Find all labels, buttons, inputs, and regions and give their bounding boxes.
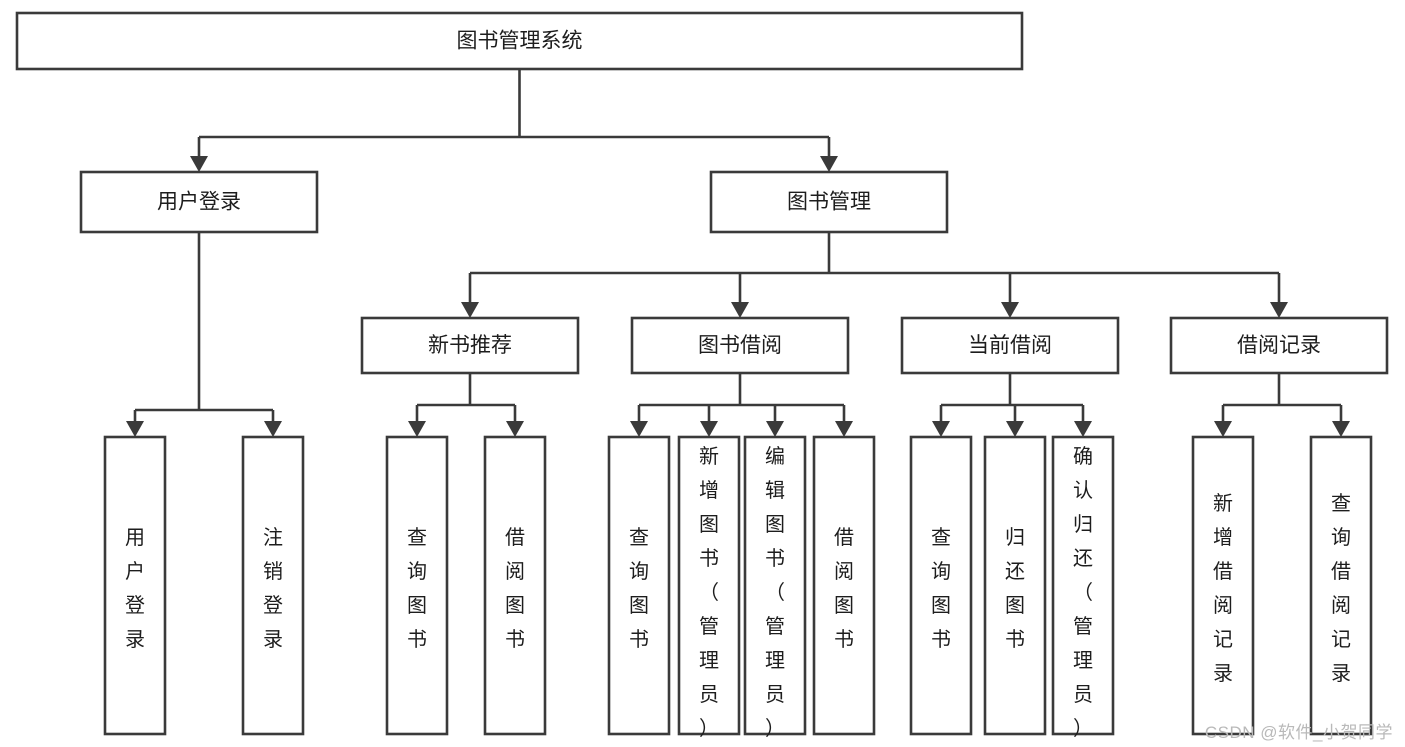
level2-node-label: 图书管理 [787,191,871,214]
leaf-node-7[interactable]: 借阅图书 [812,435,876,736]
leaf-node-box[interactable] [677,435,741,736]
level3-node-3[interactable]: 借阅记录 [1169,316,1389,375]
arrow-head-icon [1001,302,1019,318]
leaf-node-box[interactable] [983,435,1047,736]
leaf-node-11[interactable]: 新增借阅记录 [1191,435,1255,736]
leaf-node-box[interactable] [743,435,807,736]
level2-node-1[interactable]: 图书管理 [709,170,949,234]
leaf-node-box[interactable] [241,435,305,736]
arrow-head-icon [1074,421,1092,437]
leaf-node-label: 借阅图书 [834,526,854,651]
level2-node-0[interactable]: 用户登录 [79,170,319,234]
arrow-head-icon [1270,302,1288,318]
root-node-box[interactable] [15,11,1024,71]
arrow-head-icon [408,421,426,437]
leaf-node-12[interactable]: 查询借阅记录 [1309,435,1373,736]
root-node-label: 图书管理系统 [457,30,583,53]
csdn-watermark: CSDN @软件_小贺同学 [1204,723,1393,742]
leaf-node-label: 新增图书（管理员） [699,445,719,740]
leaf-node-box[interactable] [1191,435,1255,736]
level3-node-label: 图书借阅 [698,334,782,357]
level3-node-box[interactable] [630,316,850,375]
nodes-layer: 图书管理系统用户登录图书管理新书推荐图书借阅当前借阅借阅记录用户登录注销登录查询… [15,11,1389,740]
arrow-head-icon [506,421,524,437]
leaf-node-label: 查询借阅记录 [1331,492,1351,685]
arrow-head-icon [264,421,282,437]
arrow-head-icon [1214,421,1232,437]
leaf-node-label: 归还图书 [1005,526,1025,651]
arrow-head-icon [126,421,144,437]
arrow-head-icon [932,421,950,437]
leaf-node-box[interactable] [103,435,167,736]
level3-node-label: 新书推荐 [428,334,512,357]
leaf-node-0[interactable]: 用户登录 [103,435,167,736]
arrow-head-icon [731,302,749,318]
leaf-node-10[interactable]: 确认归还（管理员） [1051,435,1115,740]
level3-node-label: 借阅记录 [1237,334,1321,357]
leaf-node-box[interactable] [909,435,973,736]
leaf-node-box[interactable] [812,435,876,736]
level2-node-box[interactable] [709,170,949,234]
leaf-node-label: 注销登录 [263,526,283,651]
arrow-head-icon [1006,421,1024,437]
root-node-0[interactable]: 图书管理系统 [15,11,1024,71]
level3-node-box[interactable] [1169,316,1389,375]
arrow-head-icon [630,421,648,437]
leaf-node-label: 用户登录 [125,527,145,651]
level2-node-box[interactable] [79,170,319,234]
leaf-node-3[interactable]: 借阅图书 [483,435,547,736]
leaf-node-box[interactable] [1309,435,1373,736]
leaf-node-box[interactable] [607,435,671,736]
leaf-node-6[interactable]: 编辑图书（管理员） [743,435,807,740]
arrow-head-icon [835,421,853,437]
arrow-head-icon [1332,421,1350,437]
leaf-node-1[interactable]: 注销登录 [241,435,305,736]
leaf-node-label: 查询图书 [407,526,427,651]
leaf-node-box[interactable] [483,435,547,736]
leaf-node-label: 编辑图书（管理员） [765,445,785,740]
leaf-node-label: 确认归还（管理员） [1073,445,1093,740]
leaf-node-4[interactable]: 查询图书 [607,435,671,736]
arrow-head-icon [820,156,838,172]
level3-node-1[interactable]: 图书借阅 [630,316,850,375]
level3-node-label: 当前借阅 [968,334,1052,357]
connectors-layer [126,69,1350,437]
leaf-node-label: 查询图书 [931,526,951,651]
level3-node-box[interactable] [360,316,580,375]
leaf-node-5[interactable]: 新增图书（管理员） [677,435,741,740]
arrow-head-icon [461,302,479,318]
leaf-node-label: 借阅图书 [505,526,525,651]
leaf-node-box[interactable] [385,435,449,736]
leaf-node-box[interactable] [1051,435,1115,736]
leaf-node-label: 查询图书 [629,526,649,651]
level3-node-box[interactable] [900,316,1120,375]
level3-node-0[interactable]: 新书推荐 [360,316,580,375]
arrow-head-icon [190,156,208,172]
level2-node-label: 用户登录 [157,191,241,214]
leaf-node-9[interactable]: 归还图书 [983,435,1047,736]
leaf-node-2[interactable]: 查询图书 [385,435,449,736]
level3-node-2[interactable]: 当前借阅 [900,316,1120,375]
arrow-head-icon [766,421,784,437]
arrow-head-icon [700,421,718,437]
leaf-node-label: 新增借阅记录 [1213,492,1233,685]
leaf-node-8[interactable]: 查询图书 [909,435,973,736]
